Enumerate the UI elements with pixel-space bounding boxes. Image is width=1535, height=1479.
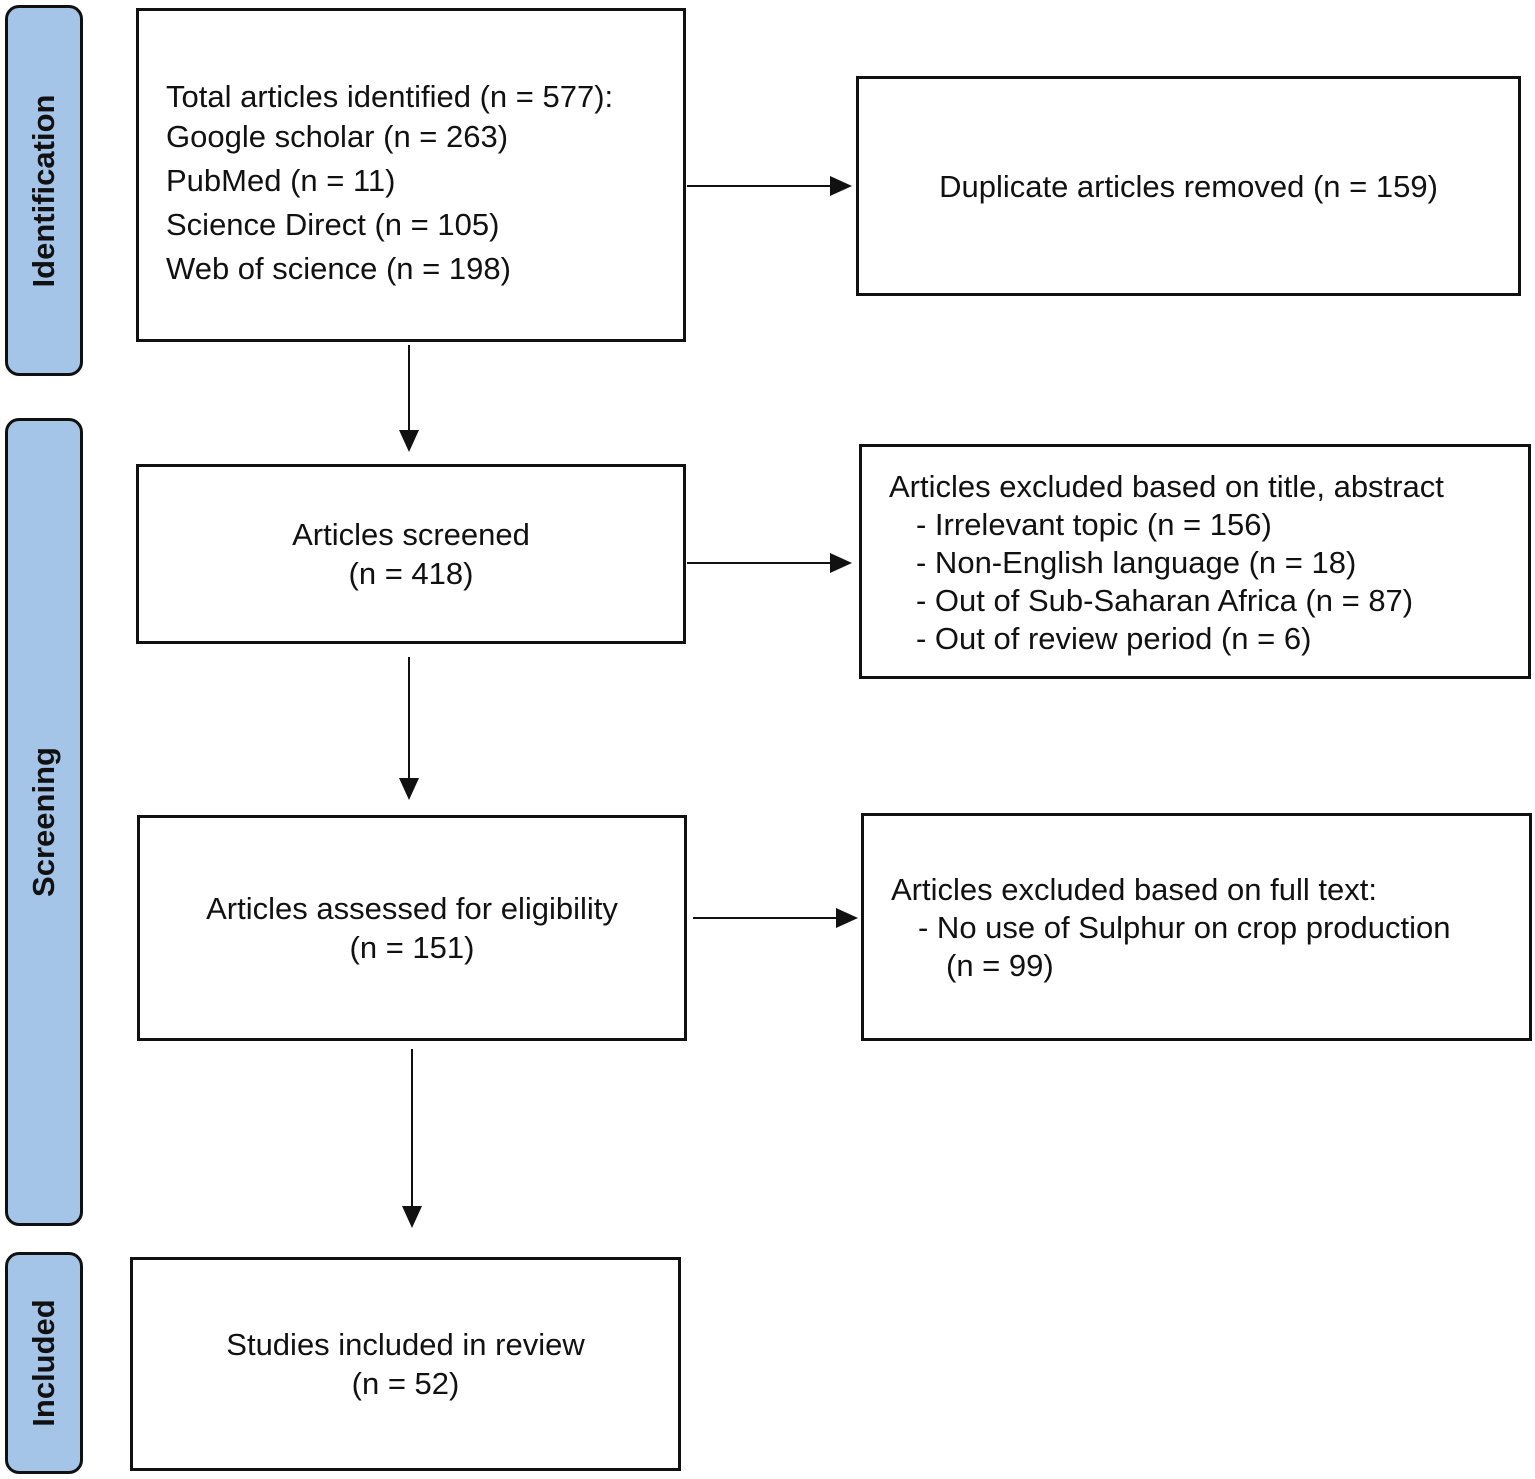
identified-web-of-science: Web of science (n = 198) — [166, 251, 511, 286]
arrowhead-screened — [399, 430, 419, 452]
eligibility-count: (n = 151) — [349, 930, 475, 965]
included-count: (n = 52) — [351, 1366, 460, 1401]
included-title: Studies included in review — [226, 1327, 585, 1362]
excluded-title-box: Articles excluded based on title, abstra… — [859, 444, 1531, 679]
screened-count: (n = 418) — [348, 556, 474, 591]
identified-total: Total articles identified (n = 577): — [166, 79, 614, 114]
identified-google-scholar: Google scholar (n = 263) — [166, 119, 509, 154]
arrowhead-eligibility — [399, 778, 419, 800]
eligibility-box: Articles assessed for eligibility (n = 1… — [137, 815, 687, 1041]
excluded-title-heading: Articles excluded based on title, abstra… — [889, 468, 1444, 504]
excluded-full-item: - No use of Sulphur on crop production — [918, 910, 1451, 945]
eligibility-title: Articles assessed for eligibility — [206, 891, 618, 926]
arrowhead-excluded-title — [830, 553, 852, 573]
arrowhead-included — [402, 1206, 422, 1228]
stage-screening: Screening — [5, 418, 83, 1226]
excluded-full-count: (n = 99) — [946, 948, 1054, 983]
screened-box: Articles screened (n = 418) — [136, 464, 686, 644]
excluded-item-period: - Out of review period (n = 6) — [916, 620, 1312, 656]
screened-title: Articles screened — [292, 517, 530, 552]
stage-identification: Identification — [5, 5, 83, 376]
arrowhead-excluded-full — [836, 908, 858, 928]
included-box: Studies included in review (n = 52) — [130, 1257, 681, 1471]
duplicates-text: Duplicate articles removed (n = 159) — [939, 168, 1438, 204]
duplicates-box: Duplicate articles removed (n = 159) — [856, 76, 1521, 296]
excluded-item-irrelevant: - Irrelevant topic (n = 156) — [916, 506, 1272, 542]
stage-included: Included — [5, 1252, 83, 1474]
identified-pubmed: PubMed (n = 11) — [166, 163, 396, 198]
excluded-full-box: Articles excluded based on full text: - … — [861, 813, 1532, 1041]
identified-science-direct: Science Direct (n = 105) — [166, 207, 500, 242]
identified-box: Total articles identified (n = 577): Goo… — [136, 8, 686, 342]
arrowhead-duplicates — [830, 176, 852, 196]
excluded-full-heading: Articles excluded based on full text: — [891, 872, 1377, 907]
excluded-item-language: - Non-English language (n = 18) — [916, 544, 1357, 580]
excluded-item-region: - Out of Sub-Saharan Africa (n = 87) — [916, 582, 1414, 618]
